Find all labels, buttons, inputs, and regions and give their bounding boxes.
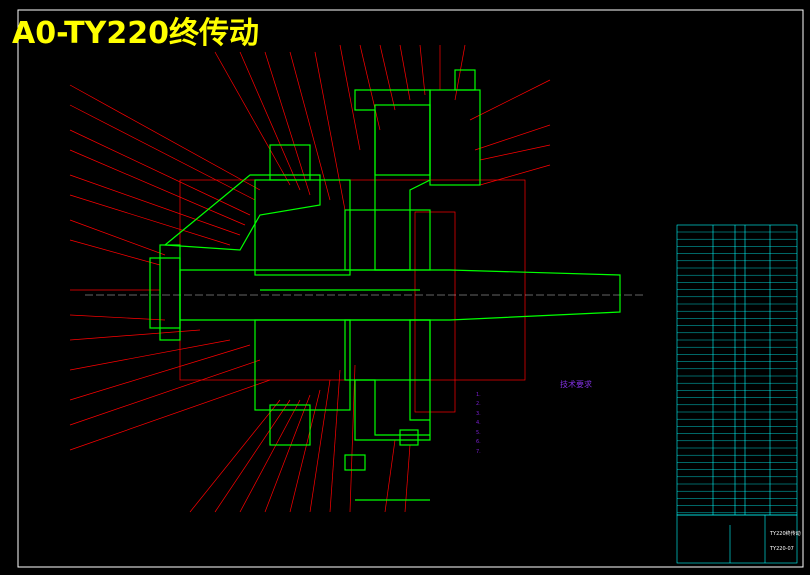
tech-item: 5. xyxy=(476,429,481,436)
tech-item: 6. xyxy=(476,439,481,445)
drawing-number: TY220-07 xyxy=(770,546,794,552)
tech-item: 3. xyxy=(476,410,481,417)
drawing-title: A0-TY220终传动 xyxy=(12,16,259,51)
tech-item: 4. xyxy=(476,420,481,426)
technical-requirements: 技术要求 1. 2. 3. 4. 5. 6. 7. xyxy=(476,380,676,457)
table-rows xyxy=(677,231,797,513)
title-block-table xyxy=(676,224,798,564)
drawing-frame xyxy=(17,9,804,568)
tech-heading: 技术要求 xyxy=(560,380,592,389)
tech-item: 2. xyxy=(476,401,481,407)
leader-lines xyxy=(69,44,551,513)
tech-item: 1. xyxy=(476,391,481,398)
drawing-name: TY220终传动 xyxy=(770,531,801,537)
tech-item: 7. xyxy=(476,448,481,455)
assembly-outline xyxy=(149,69,621,501)
